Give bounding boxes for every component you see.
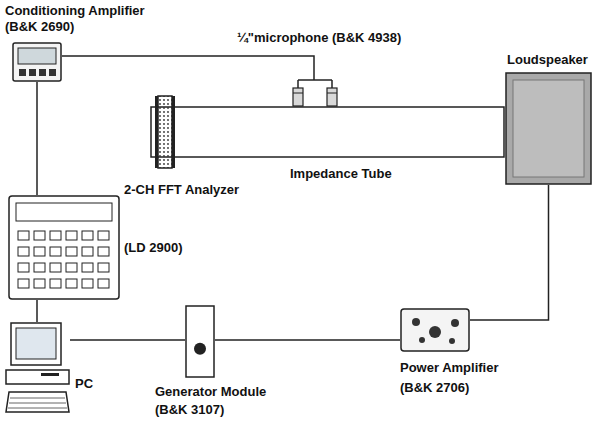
device-label: Loudspeaker: [507, 52, 588, 68]
device-label: Power Amplifier (B&K 2706): [400, 358, 510, 398]
signal-cable: [36, 300, 38, 322]
device-label: ¼"microphone (B&K 4938): [237, 30, 401, 46]
signal-cable: [215, 339, 400, 341]
impedance-tube-icon: [150, 106, 505, 158]
signal-cable: [470, 185, 549, 320]
pc-icon: [5, 322, 70, 415]
device-label: Impedance Tube: [290, 166, 392, 182]
generator-module: Generator Module (B&K 3107): [185, 305, 215, 378]
loudspeaker: Loudspeaker: [505, 72, 592, 185]
fft-analyzer: 2-CH FFT Analyzer(LD 2900): [8, 195, 120, 300]
fft-analyzer-icon: [8, 195, 120, 300]
device-label: 2-CH FFT Analyzer: [124, 182, 239, 198]
signal-cable: [70, 339, 185, 341]
loudspeaker-icon: [505, 72, 592, 185]
generator-module-icon: [185, 305, 215, 378]
conditioning-amplifier-icon: [12, 42, 62, 82]
microphone-icon: [288, 80, 340, 106]
conditioning-amplifier: Conditioning Amplifier (B&K 2690): [12, 42, 62, 82]
impedance-tube: Impedance Tube: [150, 106, 505, 158]
device-label: PC: [75, 376, 93, 392]
device-label: Conditioning Amplifier (B&K 2690): [5, 3, 155, 35]
device-label: (LD 2900): [124, 240, 183, 256]
signal-cable: [62, 56, 314, 80]
device-label: Generator Module (B&K 3107): [155, 383, 280, 419]
power-amplifier-icon: [400, 308, 470, 352]
microphone: ¼"microphone (B&K 4938): [288, 80, 340, 106]
power-amplifier: Power Amplifier (B&K 2706): [400, 308, 470, 352]
signal-cable: [36, 82, 38, 195]
pc: PC: [5, 322, 70, 415]
